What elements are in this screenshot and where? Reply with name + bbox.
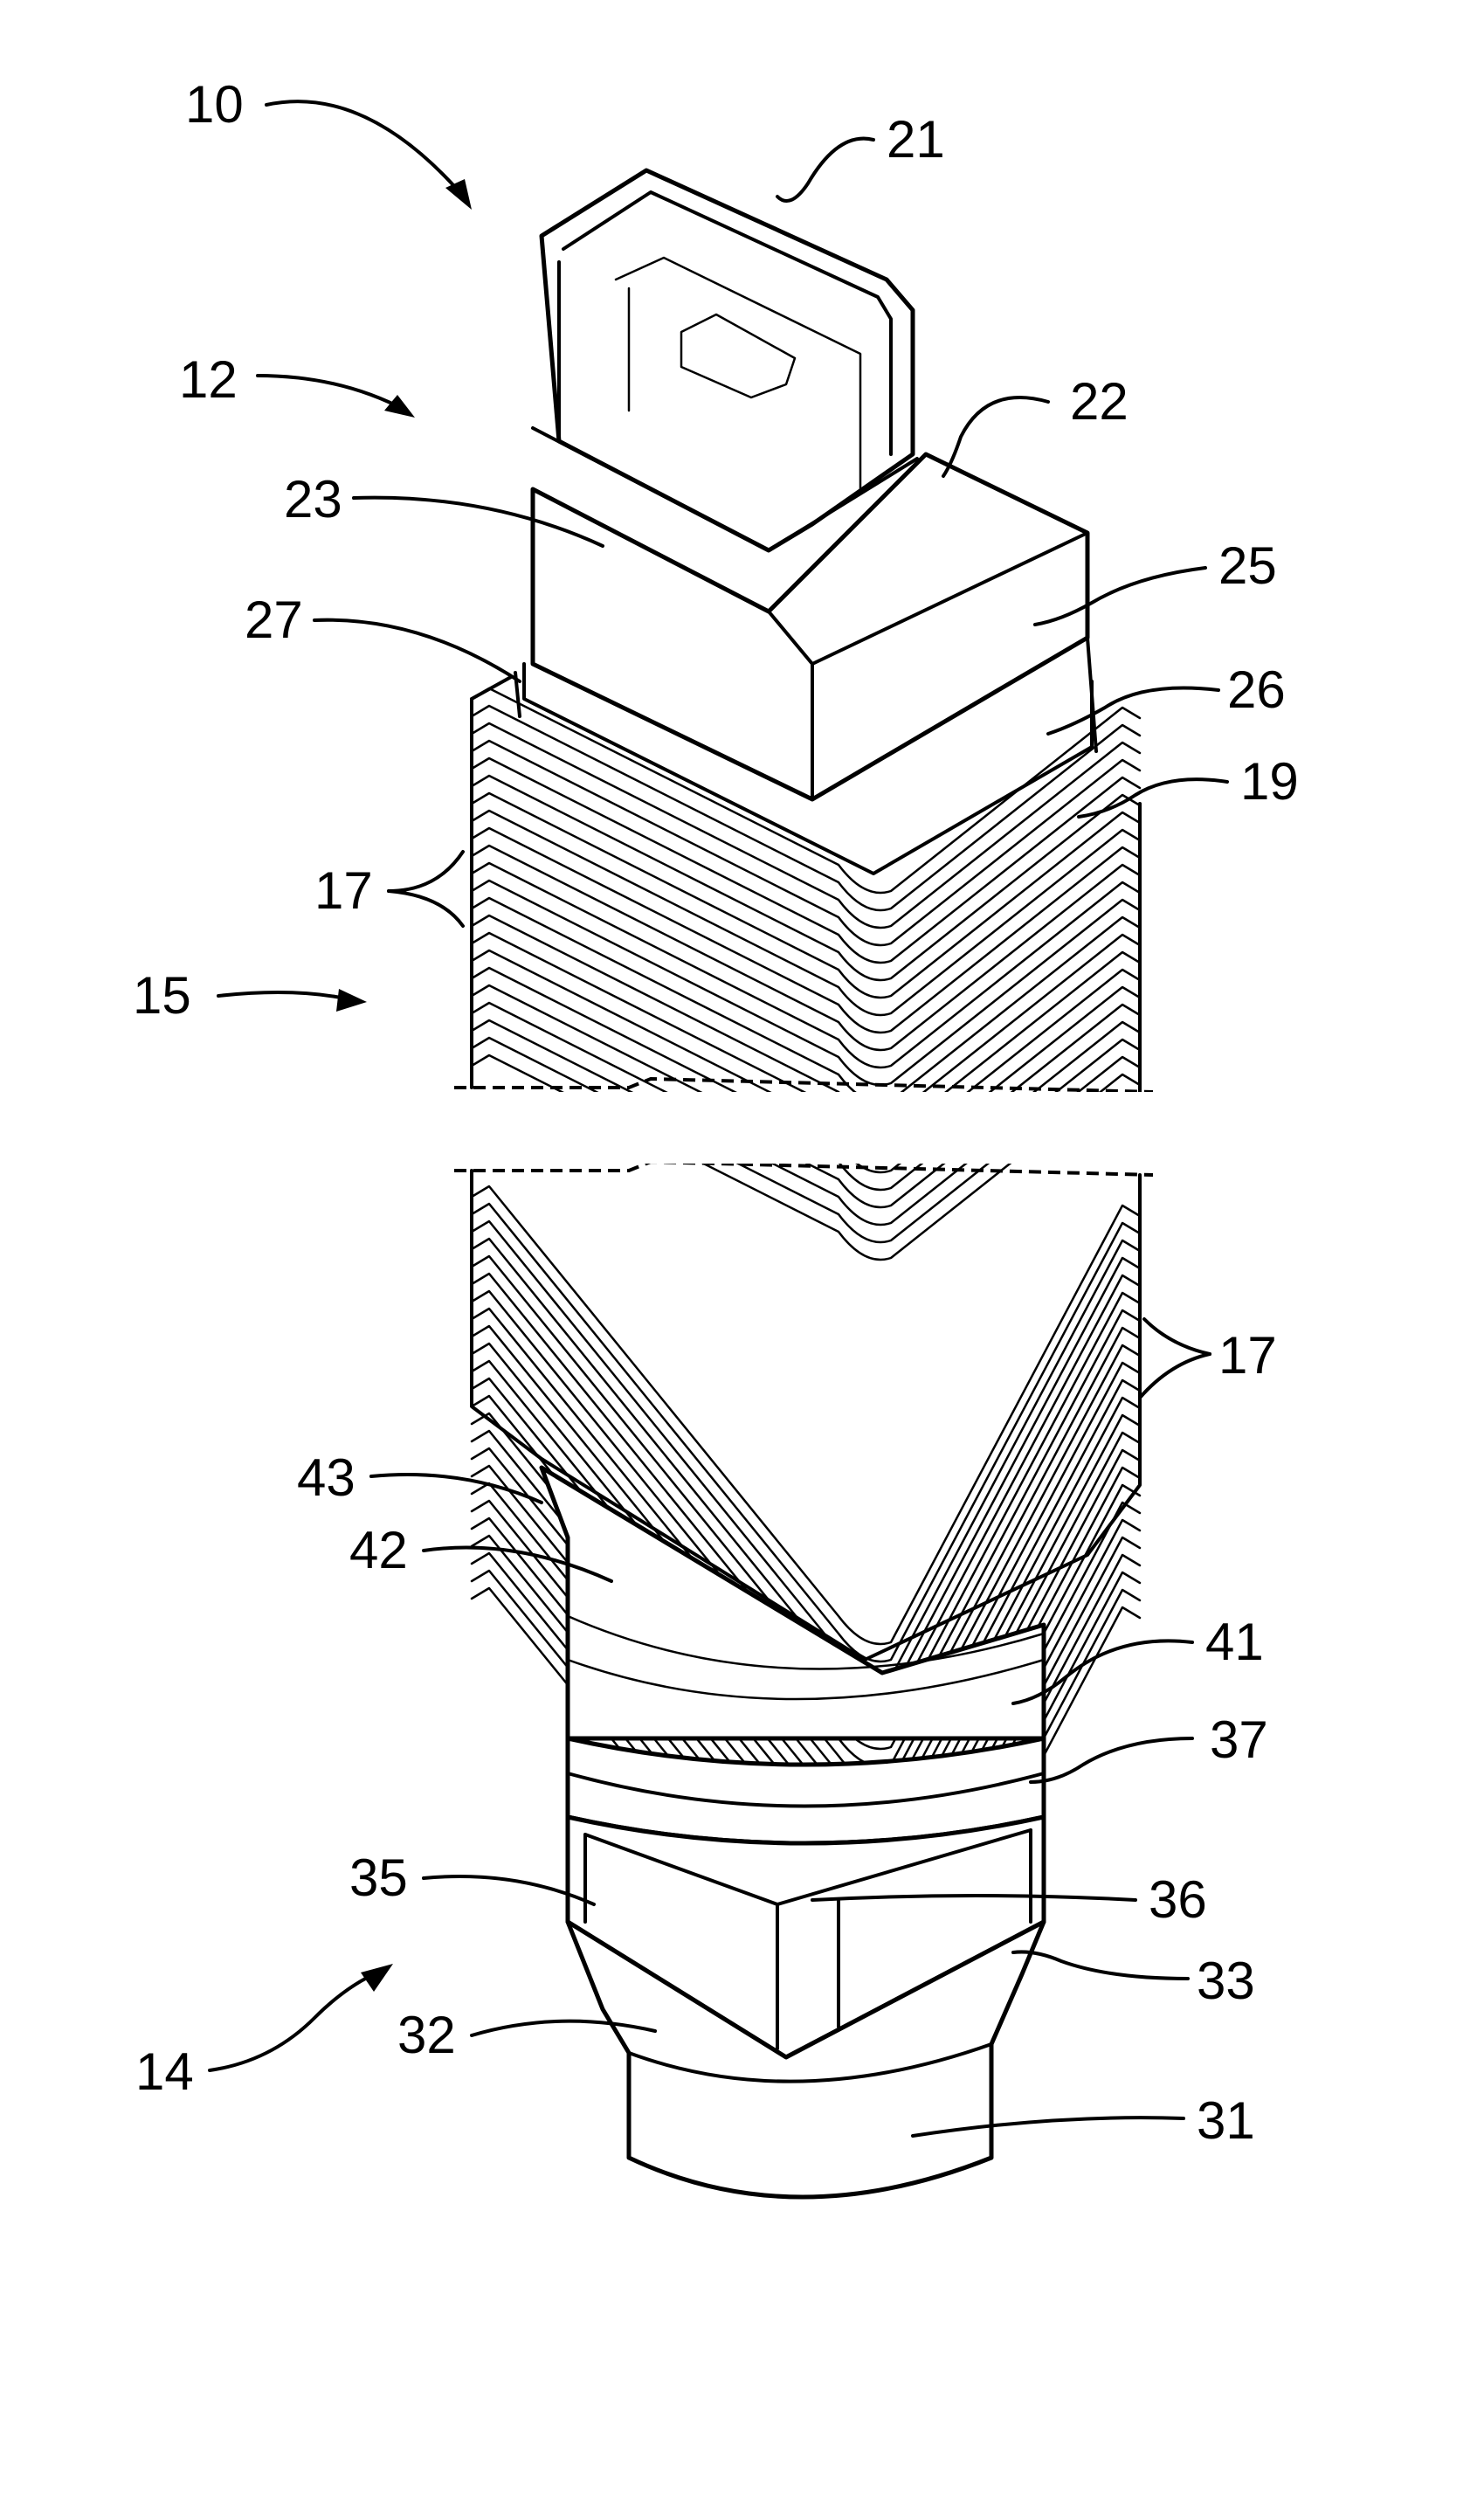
break-lines: [437, 1079, 1170, 1175]
label-22: 22: [1070, 372, 1129, 431]
label-36: 36: [1149, 1870, 1207, 1929]
label-37: 37: [1210, 1710, 1268, 1769]
label-17-upper: 17: [314, 861, 373, 920]
label-31: 31: [1197, 2091, 1255, 2150]
label-14: 14: [135, 2042, 194, 2101]
label-33: 33: [1197, 1952, 1255, 2010]
label-43: 43: [297, 1448, 355, 1507]
label-26: 26: [1227, 660, 1286, 719]
label-10: 10: [185, 75, 244, 134]
label-15: 15: [133, 966, 191, 1025]
label-19: 19: [1240, 752, 1299, 811]
label-25: 25: [1218, 536, 1277, 595]
label-21: 21: [887, 110, 945, 169]
label-23: 23: [284, 470, 342, 529]
connector-housing: [515, 170, 1096, 874]
label-41: 41: [1205, 1613, 1264, 1671]
label-35: 35: [349, 1848, 408, 1907]
label-32: 32: [397, 2006, 456, 2064]
label-17-lower: 17: [1218, 1326, 1277, 1385]
label-12: 12: [179, 350, 238, 409]
label-27: 27: [245, 591, 303, 649]
label-42: 42: [349, 1521, 408, 1579]
